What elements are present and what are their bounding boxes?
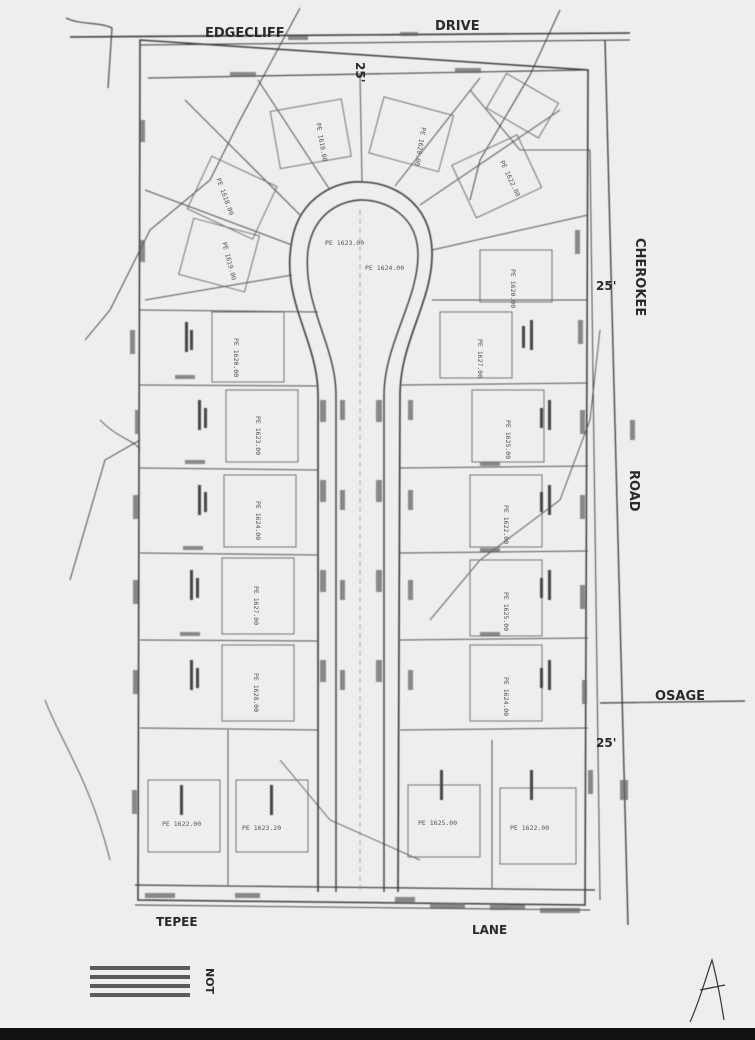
signature-mark [689,957,726,1023]
pad-pe-label: PE 1625.00 [418,819,457,827]
pad-pe-label: PE 1623.00 [254,416,262,455]
street-label-drive: DRIVE [435,19,480,34]
street-label-road: ROAD [626,470,641,512]
setback-label-right-2: 25' [596,736,616,750]
house-pads [147,72,577,865]
cul-de-sac-road-inner [306,199,419,892]
street-label-edgecliff: EDGECLIFF [205,26,285,41]
street-label-cherokee: CHEROKEE [632,238,647,316]
pad-pe-label: PE 1627.00 [252,586,260,625]
pad-pe-label: PE 1623.00 [325,239,364,247]
edgecliff-drive-line [69,32,631,38]
setback-label-top: 25' [353,62,367,82]
lot-lines-radial [144,74,589,301]
street-label-osage: OSAGE [655,689,705,704]
street-label-tepee: TEPEE [156,915,198,929]
pad-pe-label: PE 1620.00 [232,338,240,377]
pad-pe-label: PE 1623.20 [242,824,281,832]
pad-pe-label: PE 1624.00 [502,677,510,716]
pad-pe-label: PE 1622.00 [510,824,549,832]
osage-line [599,700,746,704]
tepee-lane-line [134,884,596,891]
pad-pe-label: PE 1624.00 [365,264,404,272]
pad-pe-label: PE 1624.00 [254,501,262,540]
bottom-edge-bar [0,1028,755,1040]
pad-pe-label: PE 1627.00 [476,339,484,378]
subdivision-boundary [137,39,589,906]
lot-lines-left [139,309,319,885]
pad-pe-label: PE 1625.00 [502,592,510,631]
note-block: NOT [90,966,216,997]
pad-notes [180,320,551,815]
cherokee-road-line [604,39,629,926]
pad-pe-label: PE 1620.00 [509,269,517,308]
lot-lines-right [399,299,589,888]
pad-pe-label: PE 1622.00 [502,505,510,544]
pad-pe-label: PE 1625.00 [504,420,512,459]
dimension-annotations [130,32,635,913]
pad-pe-label: PE 1622.00 [162,820,201,828]
note-label: NOT [203,968,216,995]
setback-label-right-1: 25' [596,279,616,293]
pad-pe-label: PE 1628.00 [252,673,260,712]
street-label-lane: LANE [472,923,507,937]
